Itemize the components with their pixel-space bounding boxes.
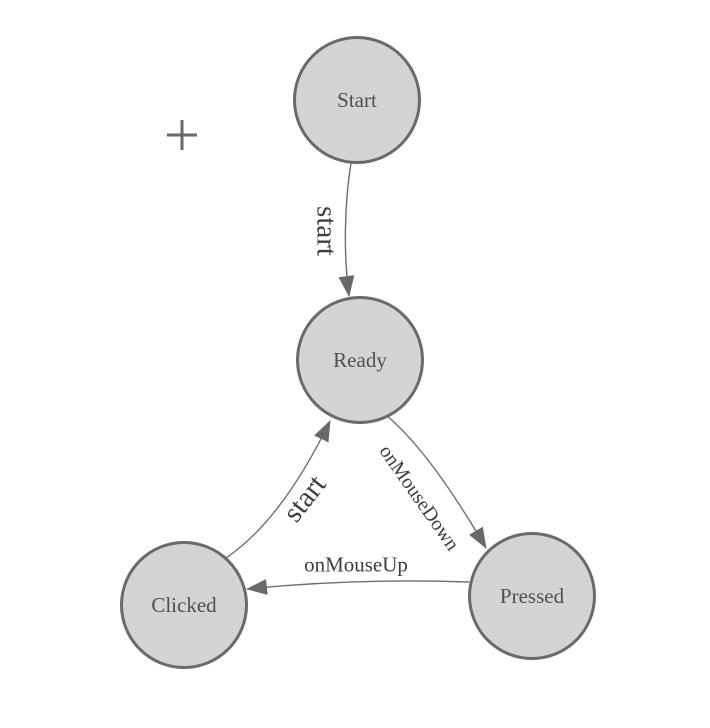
state-node-ready[interactable]: Ready [296,296,424,424]
edge-label-onmouseup[interactable]: onMouseUp [304,552,408,577]
edge-start-to-ready[interactable] [338,162,355,297]
plus-cursor-icon [167,120,197,150]
edge-clicked-to-ready[interactable] [225,420,331,559]
state-node-start[interactable]: Start [293,36,421,164]
state-node-clicked-label: Clicked [151,592,217,617]
state-node-clicked[interactable]: Clicked [120,541,248,669]
state-node-pressed-label: Pressed [499,583,565,608]
edge-ready-to-pressed[interactable] [386,415,487,549]
state-node-start-label: Start [337,87,377,112]
edge-pressed-to-clicked[interactable] [246,579,470,595]
edge-label-start-to-ready[interactable]: start [310,206,343,256]
state-node-pressed[interactable]: Pressed [468,532,596,660]
state-node-ready-label: Ready [333,347,387,372]
